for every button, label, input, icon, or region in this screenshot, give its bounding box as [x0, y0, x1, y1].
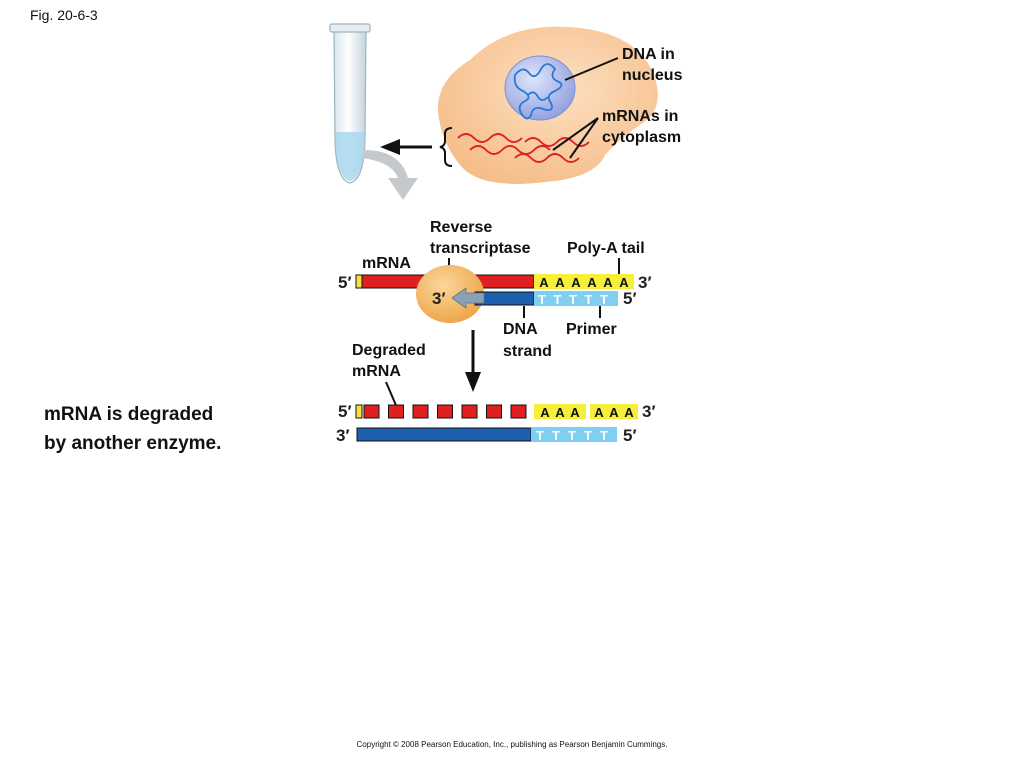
label-reverse-transcriptase: Reverse transcriptase — [430, 219, 531, 257]
down-arrow-icon — [465, 330, 481, 392]
base-t: T — [584, 428, 592, 443]
test-tube — [329, 23, 371, 184]
base-t: T — [600, 292, 608, 307]
base-t: T — [552, 428, 560, 443]
mrna-fragment — [461, 404, 478, 419]
curved-arrow-icon — [362, 150, 418, 200]
mrna-fragment — [363, 404, 380, 419]
cdna-5prime-end: 5′ — [623, 426, 637, 445]
mrna-5prime-end: 5′ — [338, 273, 352, 292]
base-t: T — [569, 292, 577, 307]
extraction-arrow-icon — [380, 139, 432, 155]
copyright-notice: Copyright © 2008 Pearson Education, Inc.… — [356, 740, 668, 749]
dna-5prime-end: 5′ — [623, 289, 637, 308]
mrna-callout-line-2 — [569, 117, 599, 159]
base-t: T — [538, 292, 546, 307]
mrna-fragment — [437, 404, 453, 419]
base-a: A — [624, 405, 634, 420]
mrna-callout-line-1 — [552, 117, 599, 151]
degraded-5prime-end: 5′ — [338, 402, 352, 421]
mrna-fragment — [510, 404, 527, 419]
dna-nucleus-callout-line — [564, 57, 619, 81]
label-mrnas-in-cytoplasm: mRNAs in cytoplasm — [602, 108, 683, 146]
mrna-fragment — [486, 404, 502, 419]
caption-line-2: by another enzyme. — [44, 433, 222, 454]
mrna-fragment — [412, 404, 429, 419]
base-a: A — [587, 275, 597, 290]
label-mrna: mRNA — [362, 255, 411, 272]
cdna-strand — [356, 427, 532, 442]
synthesis-direction-arrow-icon — [451, 287, 485, 309]
base-t: T — [568, 428, 576, 443]
base-t: T — [554, 292, 562, 307]
base-a: A — [555, 275, 565, 290]
base-a: A — [555, 405, 565, 420]
label-dna-in-nucleus: DNA in nucleus — [622, 46, 683, 84]
nucleus — [504, 55, 576, 121]
cytoplasm-mrnas — [457, 133, 590, 163]
base-a: A — [594, 405, 604, 420]
base-t: T — [585, 292, 593, 307]
mrna-cap — [355, 274, 363, 289]
base-t: T — [600, 428, 608, 443]
label-primer: Primer — [566, 321, 617, 338]
figure-number: Fig. 20-6-3 — [30, 7, 98, 23]
base-a: A — [570, 405, 580, 420]
base-a: A — [571, 275, 581, 290]
reverse-transcriptase-enzyme — [416, 265, 484, 323]
degraded-cap — [355, 404, 363, 419]
mrna-bracket — [439, 127, 453, 167]
base-a: A — [609, 405, 619, 420]
base-a: A — [540, 405, 550, 420]
mrna-3prime-end: 3′ — [638, 273, 652, 292]
cdna-3prime-end: 3′ — [336, 426, 350, 445]
base-a: A — [539, 275, 549, 290]
degraded-3prime-end: 3′ — [642, 402, 656, 421]
base-a: A — [603, 275, 613, 290]
dna-3prime-end: 3′ — [432, 289, 446, 308]
base-t: T — [536, 428, 544, 443]
caption: mRNA is degraded by another enzyme. — [44, 400, 221, 458]
mrna-fragment — [388, 404, 404, 419]
label-poly-a-tail: Poly-A tail — [567, 240, 645, 257]
base-a: A — [619, 275, 629, 290]
caption-line-1: mRNA is degraded — [44, 404, 214, 425]
label-dna-strand: DNA strand — [503, 321, 552, 360]
degraded-mrna-fragments — [363, 404, 551, 419]
label-degraded-mrna: Degraded mRNA — [352, 342, 430, 380]
